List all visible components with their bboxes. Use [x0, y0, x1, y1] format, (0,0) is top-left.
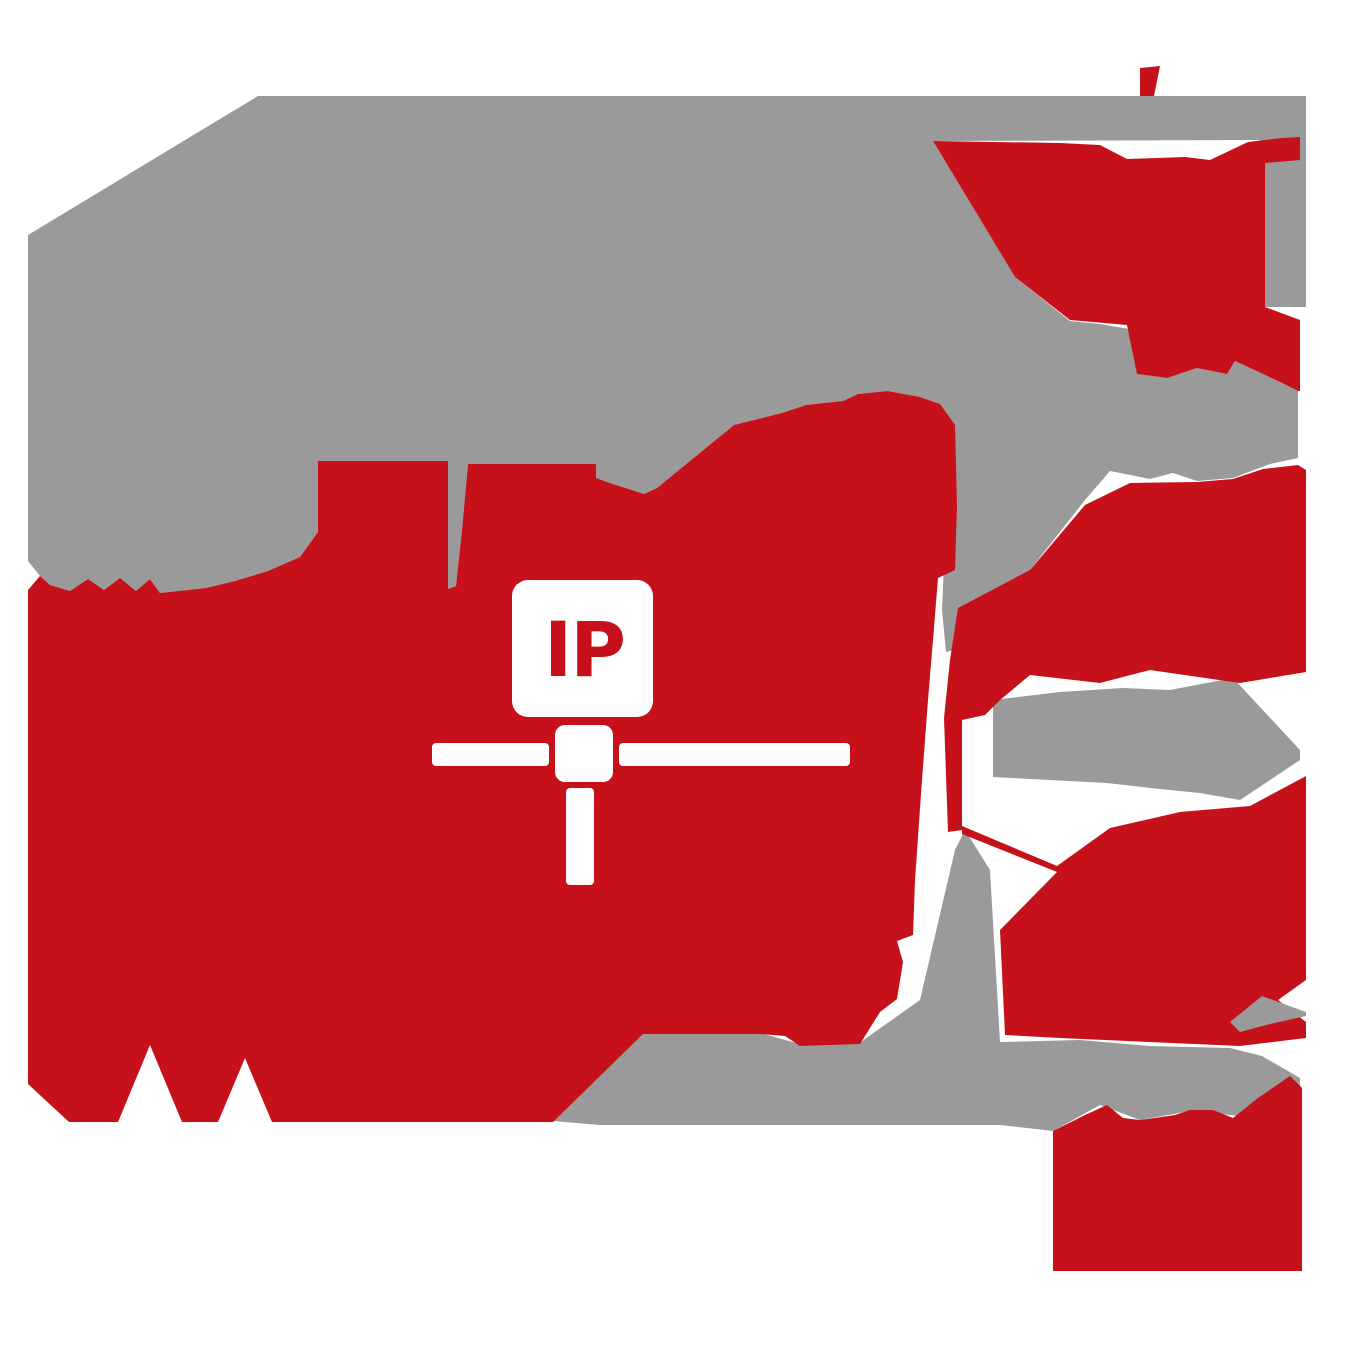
- connector-node: [555, 725, 613, 782]
- ip-label: IP: [544, 605, 624, 694]
- connector-stem: [566, 788, 594, 885]
- connector-bar-left: [432, 743, 549, 766]
- gray-arrow-bit: [1230, 996, 1306, 1032]
- red-lower-right-mass: [962, 776, 1306, 1046]
- splatter-shapes: [28, 66, 1306, 1271]
- red-bottom-right-fragment: [1053, 1076, 1302, 1271]
- gray-main-blob: [28, 96, 1306, 652]
- red-top-notch: [1140, 66, 1160, 96]
- ip-network-icon: IP: [432, 580, 850, 885]
- ip-box: [512, 580, 653, 717]
- connector-bar-right: [619, 743, 850, 766]
- gray-bottom-strip: [553, 830, 1300, 1131]
- red-mid-right-mass: [944, 465, 1306, 832]
- gray-right-band: [993, 678, 1300, 800]
- red-top-right-wedge: [933, 137, 1300, 391]
